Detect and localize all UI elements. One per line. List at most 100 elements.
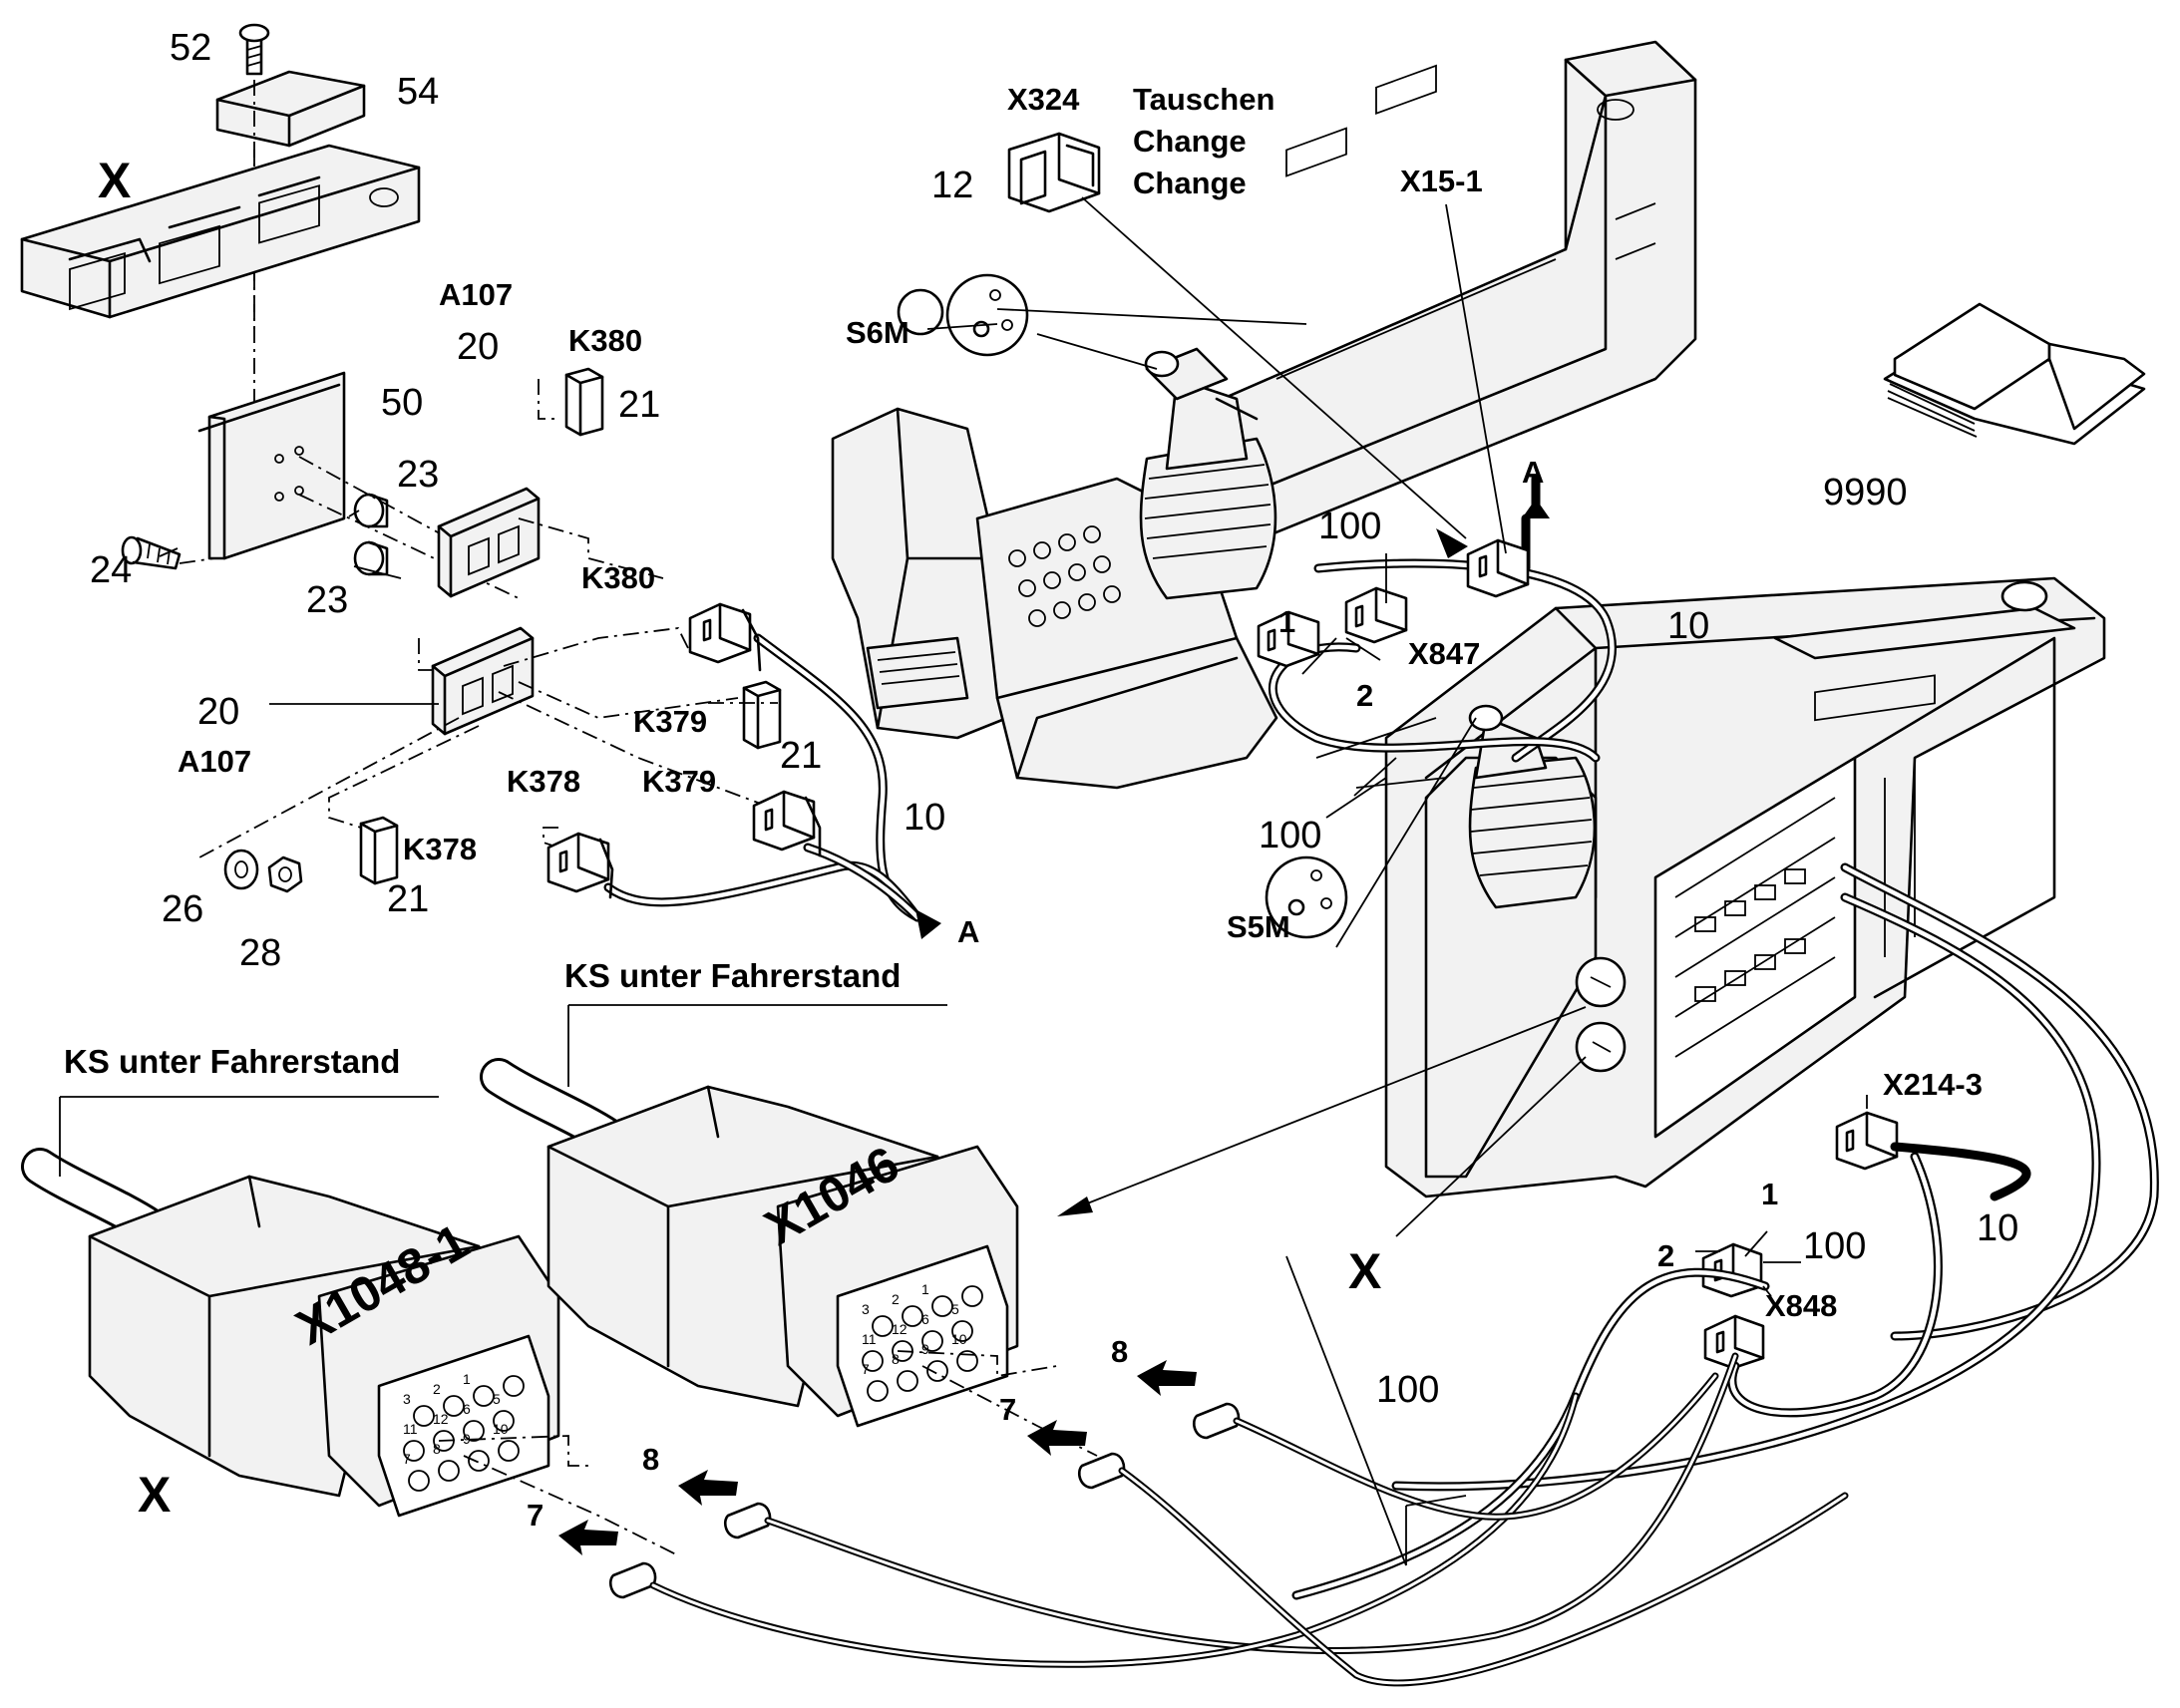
relay-icon bbox=[564, 367, 604, 437]
screw-icon bbox=[121, 535, 182, 570]
label-s6m: S6M bbox=[846, 315, 909, 350]
label-20-upper: 20 bbox=[457, 326, 499, 368]
pin-number: 7 bbox=[862, 1361, 870, 1377]
switch-panel bbox=[1008, 525, 1121, 627]
spacer-icon bbox=[353, 493, 389, 528]
label-12: 12 bbox=[931, 165, 973, 206]
label-pin2-top: 2 bbox=[1356, 678, 1373, 713]
pin-number: 11 bbox=[403, 1421, 418, 1437]
pin-number: 1 bbox=[463, 1371, 471, 1387]
note-change-2: Change bbox=[1133, 166, 1247, 200]
pin-number: 8 bbox=[433, 1441, 441, 1457]
push-arrow-icon bbox=[678, 1470, 738, 1506]
pin-number: 11 bbox=[862, 1331, 877, 1347]
label-pin8-right: 8 bbox=[1111, 1334, 1128, 1369]
label-23-upper: 23 bbox=[397, 454, 439, 496]
label-a107-lower: A107 bbox=[178, 744, 251, 779]
label-26: 26 bbox=[162, 888, 203, 930]
label-k378-top: K378 bbox=[507, 764, 580, 799]
label-a-right: A bbox=[1522, 455, 1544, 490]
label-a107-upper: A107 bbox=[439, 277, 513, 312]
push-arrow-icon bbox=[558, 1520, 618, 1555]
label-21-upper: 21 bbox=[618, 384, 660, 426]
pin-number: 5 bbox=[493, 1391, 501, 1407]
connector-x15-1 bbox=[1436, 528, 1530, 598]
pin-number: 1 bbox=[921, 1281, 929, 1297]
label-100-top: 100 bbox=[1318, 506, 1381, 547]
label-21-mid: 21 bbox=[780, 735, 822, 777]
label-100-lower: 100 bbox=[1803, 1225, 1866, 1267]
label-x15-1: X15-1 bbox=[1400, 164, 1483, 198]
label-100-bottom: 100 bbox=[1376, 1369, 1439, 1411]
leader-lines bbox=[159, 196, 1868, 1566]
label-k378-side: K378 bbox=[403, 832, 477, 866]
label-50: 50 bbox=[381, 382, 423, 424]
connector-x1046-view bbox=[480, 1004, 1241, 1490]
pin-number: 2 bbox=[892, 1291, 900, 1307]
view-marker-x-right: X bbox=[1348, 1243, 1381, 1299]
pin-number: 12 bbox=[433, 1411, 449, 1427]
pin-number: 10 bbox=[951, 1331, 967, 1347]
label-10-left: 10 bbox=[904, 797, 945, 839]
label-pin1-top: 1 bbox=[1278, 604, 1295, 639]
control-box bbox=[1384, 576, 2106, 1198]
note-ks-left: KS unter Fahrerstand bbox=[64, 1043, 400, 1080]
nut-icon bbox=[267, 855, 303, 893]
relay-icon bbox=[359, 816, 399, 885]
pin-number: 8 bbox=[892, 1351, 900, 1367]
label-28: 28 bbox=[239, 932, 281, 974]
relay-icon bbox=[742, 680, 782, 750]
note-ks-right: KS unter Fahrerstand bbox=[564, 957, 901, 994]
terminal-icon bbox=[1078, 1402, 1241, 1490]
pin-number: 9 bbox=[921, 1341, 929, 1357]
label-9990: 9990 bbox=[1823, 472, 1908, 513]
frame-beam bbox=[20, 144, 421, 319]
circuit-board bbox=[1694, 868, 1806, 1002]
connector-x1048-1-view bbox=[21, 1096, 772, 1599]
label-x324: X324 bbox=[1007, 82, 1080, 117]
label-pin8-left: 8 bbox=[642, 1442, 659, 1477]
connector-x847 bbox=[1257, 586, 1408, 668]
terminal-icon bbox=[609, 1502, 772, 1599]
push-arrow-icon bbox=[1137, 1360, 1197, 1396]
label-s5m: S5M bbox=[1227, 909, 1290, 944]
label-10-right-bottom: 10 bbox=[1977, 1207, 2018, 1249]
label-21-lower: 21 bbox=[387, 878, 429, 920]
label-52: 52 bbox=[170, 27, 211, 69]
pin-number: 6 bbox=[921, 1311, 929, 1327]
spacer-icon bbox=[353, 540, 389, 576]
screw-icon bbox=[238, 23, 270, 76]
pin-number: 5 bbox=[951, 1301, 959, 1317]
view-marker-x: X bbox=[98, 153, 131, 208]
view-marker-x-bottom: X bbox=[138, 1467, 171, 1523]
push-arrow-icon bbox=[1027, 1420, 1087, 1456]
relay-harness bbox=[546, 602, 941, 939]
note-change-1: Change bbox=[1133, 124, 1247, 159]
pin-number: 7 bbox=[403, 1451, 411, 1467]
pin-number: 6 bbox=[463, 1401, 471, 1417]
connector-x848 bbox=[1701, 1242, 1765, 1370]
pin-grid bbox=[862, 1285, 983, 1402]
pin-number: 3 bbox=[403, 1391, 411, 1407]
pushbutton-s6m-icon bbox=[897, 273, 1029, 357]
pin-grid bbox=[403, 1375, 525, 1492]
note-tauschen: Tauschen bbox=[1133, 82, 1274, 117]
label-x214-3: X214-3 bbox=[1883, 1067, 1983, 1102]
label-pin1-bottom: 1 bbox=[1761, 1177, 1778, 1211]
washer-icon bbox=[223, 849, 259, 890]
label-10-right-top: 10 bbox=[1667, 605, 1709, 647]
console-wall bbox=[1175, 40, 1697, 550]
label-x847: X847 bbox=[1408, 636, 1480, 671]
mounting-assembly bbox=[20, 23, 799, 893]
manual-book-icon bbox=[1883, 302, 2146, 446]
connector-k378 bbox=[546, 832, 614, 899]
bracket-plate bbox=[207, 371, 346, 560]
label-pin2-bottom: 2 bbox=[1657, 1238, 1674, 1273]
label-pin7-left: 7 bbox=[527, 1498, 544, 1533]
label-k379-left: K379 bbox=[633, 704, 707, 739]
connector-x214-3 bbox=[1835, 1111, 1899, 1171]
label-k380-lower: K380 bbox=[581, 560, 655, 595]
label-a-left: A bbox=[957, 914, 979, 949]
pin-number: 2 bbox=[433, 1381, 441, 1397]
wire-runs bbox=[649, 1352, 1849, 1687]
